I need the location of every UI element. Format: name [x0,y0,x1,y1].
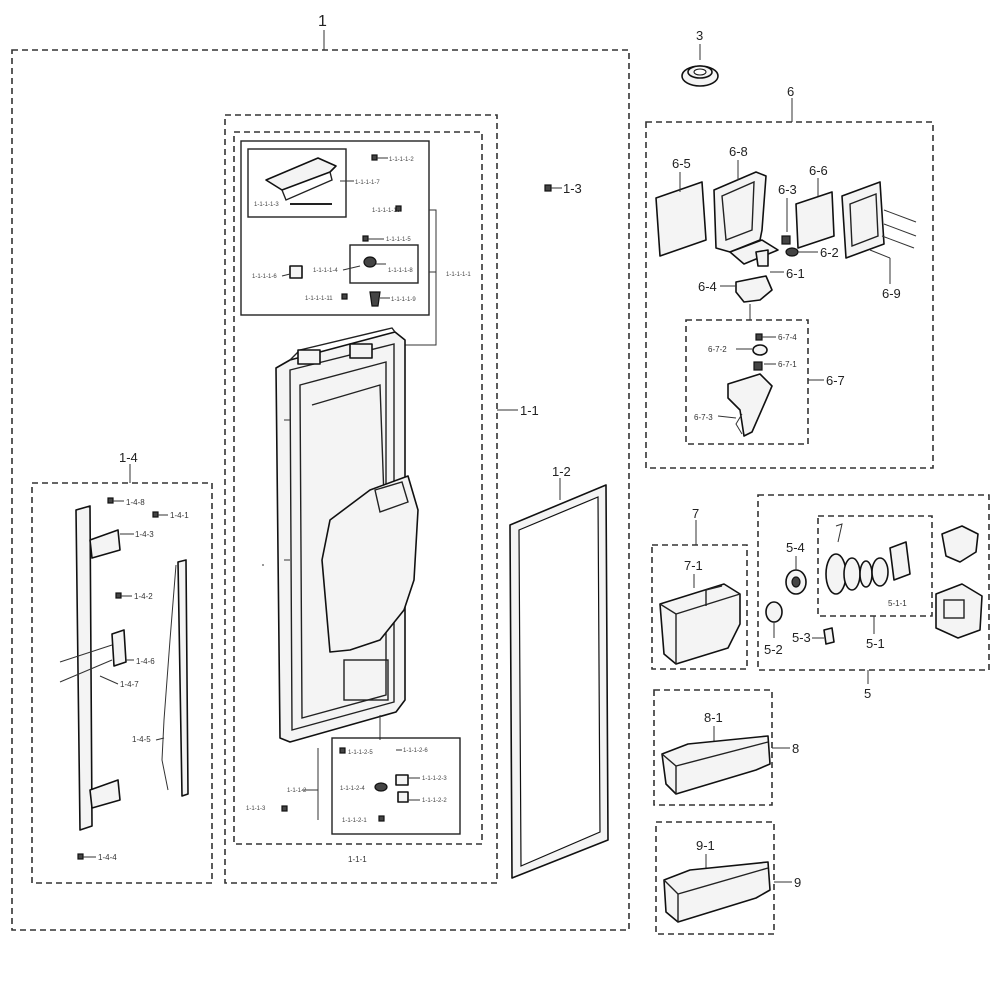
label-1-1-1-1-9: 1-1-1-1-9 [391,297,416,303]
handle-cover-1-4-5 [161,559,189,797]
label-1-4-2: 1-4-2 [134,592,153,601]
shelf-8-1 [661,735,771,795]
label-1-1-1-1-10: 1-1-1-1-10 [372,208,401,214]
label-6-9: 6-9 [882,286,901,301]
group-1-box [11,49,630,931]
label-6-8: 6-8 [729,144,748,159]
label-1-3: 1-3 [563,181,582,196]
label-6-7-2: 6-7-2 [708,345,727,354]
group-1-1-1-1-box [240,140,430,316]
panel-6-5 [655,181,707,257]
label-1-1-1-1-5: 1-1-1-1-5 [386,237,411,243]
gear-assembly-5-1-1 [825,523,911,595]
label-1-1-1-2-1: 1-1-1-2-1 [342,818,367,824]
label-1-1-1-1-3: 1-1-1-1-3 [254,202,279,208]
label-1-4-8: 1-4-8 [126,498,145,507]
label-6-4: 6-4 [698,279,717,294]
label-6: 6 [787,84,794,99]
group-1-4-box [31,482,213,884]
label-5: 5 [864,686,871,701]
label-6-7: 6-7 [826,373,845,388]
part-3-ring [681,65,719,87]
group-1-1-1-1-8-box [349,244,419,284]
housing-6-8 [713,171,779,265]
group-1-1-1-1-7-box [247,148,347,218]
label-7-1: 7-1 [684,558,703,573]
label-1-1-1-1-11: 1-1-1-1-11 [305,296,333,302]
label-1-1-1-3: 1-1-1-3 [246,806,266,812]
group-1-1-1-box [233,131,483,845]
label-1-1-1-1-2: 1-1-1-1-2 [389,157,414,163]
bin-7-1 [659,583,741,665]
motor-5-1-upper [941,525,979,563]
door-handle-1-4 [75,505,127,831]
screw-1-3 [544,184,562,192]
part-6-1 [755,249,769,267]
label-9: 9 [794,875,801,890]
label-1-1-1: 1-1-1 [348,855,367,864]
label-1-1-1-1-8: 1-1-1-1-8 [388,268,413,274]
group-1-1-1-2-box [331,737,461,835]
label-5-2: 5-2 [764,642,783,657]
label-5-1-1: 5-1-1 [888,599,907,608]
label-1-4: 1-4 [119,450,138,465]
label-1-1: 1-1 [520,403,539,418]
label-5-3: 5-3 [792,630,811,645]
group-5-1-box [817,515,933,617]
cap-cover-1-1-1-1-7 [265,157,337,201]
group-1-1-box [224,114,498,884]
label-1-4-6: 1-4-6 [136,657,155,666]
group-6-7-box [685,319,809,445]
label-1-1-1-1-4: 1-1-1-1-4 [313,268,338,274]
label-6-3: 6-3 [778,182,797,197]
label-6-5: 6-5 [672,156,691,171]
label-1-1-1-2-3: 1-1-1-2-3 [422,776,447,782]
label-6-1: 6-1 [786,266,805,281]
label-1-1-1-1-6: 1-1-1-1-6 [252,274,277,280]
label-7: 7 [692,506,699,521]
label-1-1-1-2-2: 1-1-1-2-2 [422,798,447,804]
label-6-7-4: 6-7-4 [778,333,797,342]
door-body-1-1 [262,327,419,743]
group-9-box [655,821,775,935]
label-1-4-7: 1-4-7 [120,680,139,689]
knob-5-2 [765,601,783,623]
group-5-box [757,494,990,671]
label-1-1-1-2-4: 1-1-1-2-4 [340,786,365,792]
label-5-1: 5-1 [866,636,885,651]
door-gasket-1-2 [509,484,609,879]
label-1-4-1: 1-4-1 [170,511,189,520]
label-6-7-3: 6-7-3 [694,413,713,422]
label-1-1-1-1-1: 1-1-1-1-1 [446,272,471,278]
label-8-1: 8-1 [704,710,723,725]
label-1-2: 1-2 [552,464,571,479]
label-6-6: 6-6 [809,163,828,178]
label-1-1-1-1-7: 1-1-1-1-7 [355,180,380,186]
label-1-1-1-2-6: 1-1-1-2-6 [403,748,428,754]
label-6-7-1: 6-7-1 [778,360,797,369]
label-3: 3 [696,28,703,43]
label-1-4-5: 1-4-5 [132,735,151,744]
funnel-6-4 [735,275,773,303]
label-1-4-3: 1-4-3 [135,530,154,539]
label-1-1-1-2-5: 1-1-1-2-5 [348,750,373,756]
label-1-4-4: 1-4-4 [98,853,117,862]
motor-5-1-lower [935,583,983,639]
label-1: 1 [318,13,327,30]
lever-6-7-3 [727,373,773,437]
label-6-2: 6-2 [820,245,839,260]
label-8: 8 [792,741,799,756]
group-6-box [645,121,934,469]
cover-6-9 [841,181,917,284]
label-1-1-1-2: 1-1-1-2 [287,788,307,794]
label-9-1: 9-1 [696,838,715,853]
board-6-6 [795,191,835,249]
group-7-box [651,544,748,670]
shelf-9-1 [663,861,771,923]
label-5-4: 5-4 [786,540,805,555]
knob-5-4 [785,569,807,595]
